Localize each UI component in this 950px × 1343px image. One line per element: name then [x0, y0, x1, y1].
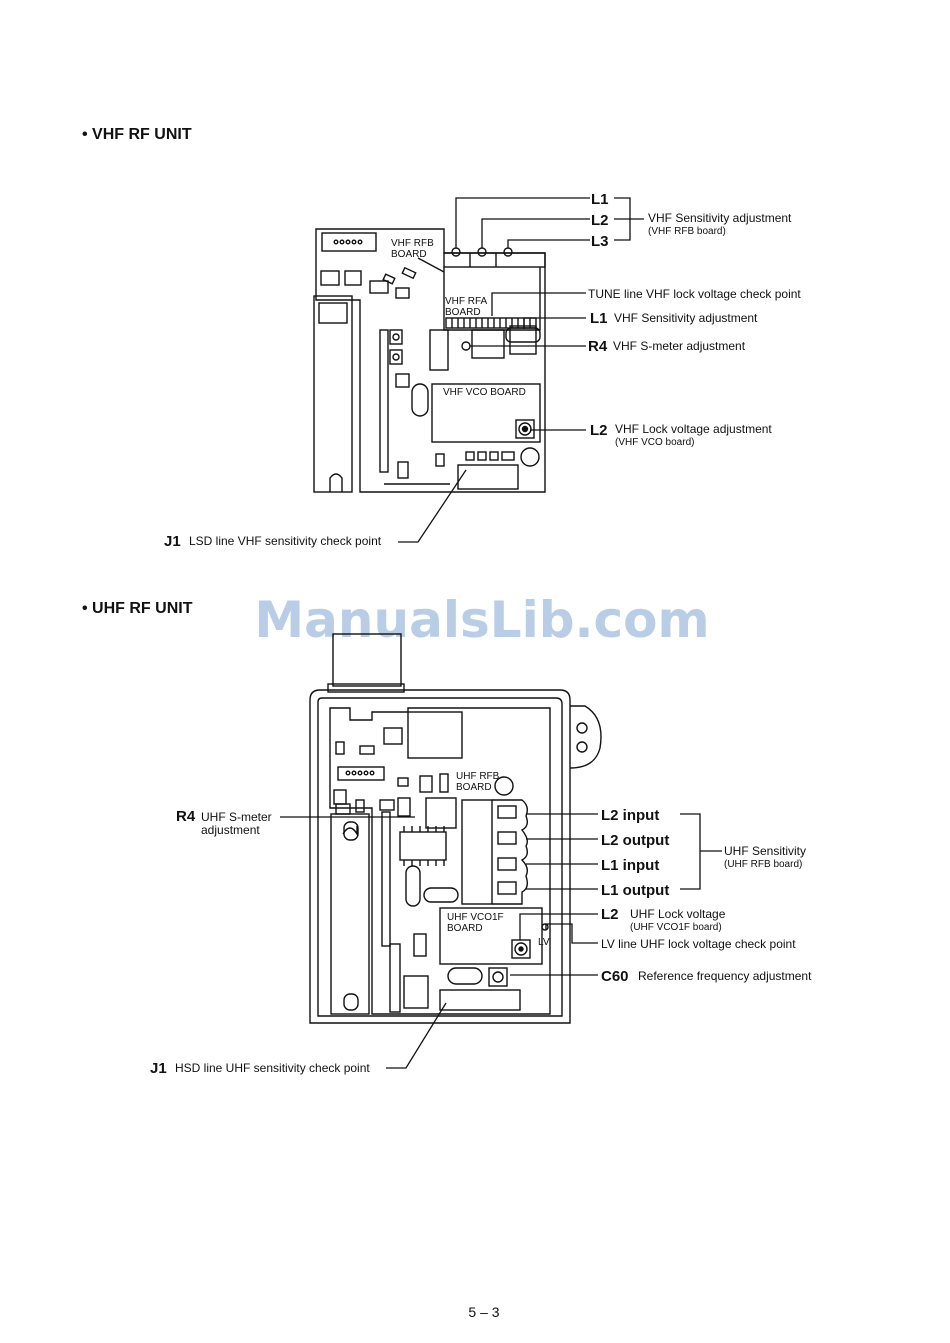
uhf-vco-label-1: UHF VCO1F — [447, 912, 504, 923]
vhf-vco-l2-sub: (VHF VCO board) — [615, 437, 694, 448]
uhf-rfb-label-2: BOARD — [456, 782, 492, 793]
vhf-rfb-label-2: BOARD — [391, 249, 427, 260]
watermark: ManualsLib.com — [254, 591, 709, 649]
vhf-l1-code: L1 — [591, 191, 609, 208]
vhf-rfa-label-1: VHF RFA — [445, 296, 488, 307]
vhf-section-heading: • VHF RF UNIT — [82, 126, 192, 143]
vhf-rfa-label-2: BOARD — [445, 307, 481, 318]
uhf-rfb-label-1: UHF RFB — [456, 771, 500, 782]
uhf-r4-code: R4 — [176, 808, 196, 825]
vhf-rfa-l1-code: L1 — [590, 310, 608, 327]
vhf-sensitivity-group-sub: (VHF RFB board) — [648, 226, 726, 237]
page-number: 5 – 3 — [468, 1304, 499, 1320]
uhf-c60-code: C60 — [601, 968, 629, 985]
uhf-l2-desc: UHF Lock voltage — [630, 907, 726, 921]
vhf-vco-l2-desc: VHF Lock voltage adjustment — [615, 422, 772, 436]
vhf-j1-code: J1 — [164, 533, 181, 550]
vhf-board-labels: VHF RFB BOARD VHF RFA BOARD VHF VCO BOAR… — [391, 238, 526, 398]
vhf-l2-code: L2 — [591, 212, 609, 229]
vhf-j1-desc: LSD line VHF sensitivity check point — [189, 534, 382, 548]
uhf-sensitivity-group-sub: (UHF RFB board) — [724, 859, 802, 870]
uhf-j1-code: J1 — [150, 1060, 167, 1077]
uhf-board-drawing — [309, 633, 602, 1024]
uhf-c60-desc: Reference frequency adjustment — [638, 969, 812, 983]
uhf-sensitivity-group-label: UHF Sensitivity — [724, 844, 806, 858]
vhf-callouts: L1 L2 L3 VHF Sensitivity adjustment (VHF… — [164, 191, 801, 550]
uhf-lv-label: LV — [538, 937, 550, 948]
uhf-section-heading: • UHF RF UNIT — [82, 600, 193, 617]
vhf-sensitivity-group-label: VHF Sensitivity adjustment — [648, 211, 792, 225]
uhf-l2-input: L2 input — [601, 807, 659, 824]
vhf-l3-code: L3 — [591, 233, 609, 250]
vhf-leader-lines — [398, 197, 644, 543]
vhf-r4-desc: VHF S-meter adjustment — [613, 339, 746, 353]
uhf-lv-check-point: LV line UHF lock voltage check point — [601, 937, 796, 951]
uhf-vco-label-2: BOARD — [447, 923, 483, 934]
uhf-l1-output: L1 output — [601, 882, 669, 899]
uhf-l2-code: L2 — [601, 906, 619, 923]
uhf-callouts: R4 UHF S-meter adjustment L2 input L2 ou… — [150, 807, 812, 1077]
uhf-r4-desc-1: UHF S-meter — [201, 810, 272, 824]
vhf-board-drawing — [313, 228, 546, 493]
uhf-l2-sub: (UHF VCO1F board) — [630, 922, 722, 933]
uhf-leader-lines — [280, 813, 722, 1069]
uhf-board-labels: UHF RFB BOARD UHF VCO1F BOARD LV — [447, 771, 550, 948]
uhf-l1-input: L1 input — [601, 857, 659, 874]
vhf-tune-check-point: TUNE line VHF lock voltage check point — [588, 287, 801, 301]
vhf-vco-label: VHF VCO BOARD — [443, 387, 526, 398]
uhf-j1-desc: HSD line UHF sensitivity check point — [175, 1061, 370, 1075]
vhf-rfb-label-1: VHF RFB — [391, 238, 434, 249]
vhf-vco-l2-code: L2 — [590, 422, 608, 439]
vhf-rfa-l1-desc: VHF Sensitivity adjustment — [614, 311, 758, 325]
vhf-r4-code: R4 — [588, 338, 608, 355]
uhf-l2-output: L2 output — [601, 832, 669, 849]
uhf-r4-desc-2: adjustment — [201, 823, 260, 837]
